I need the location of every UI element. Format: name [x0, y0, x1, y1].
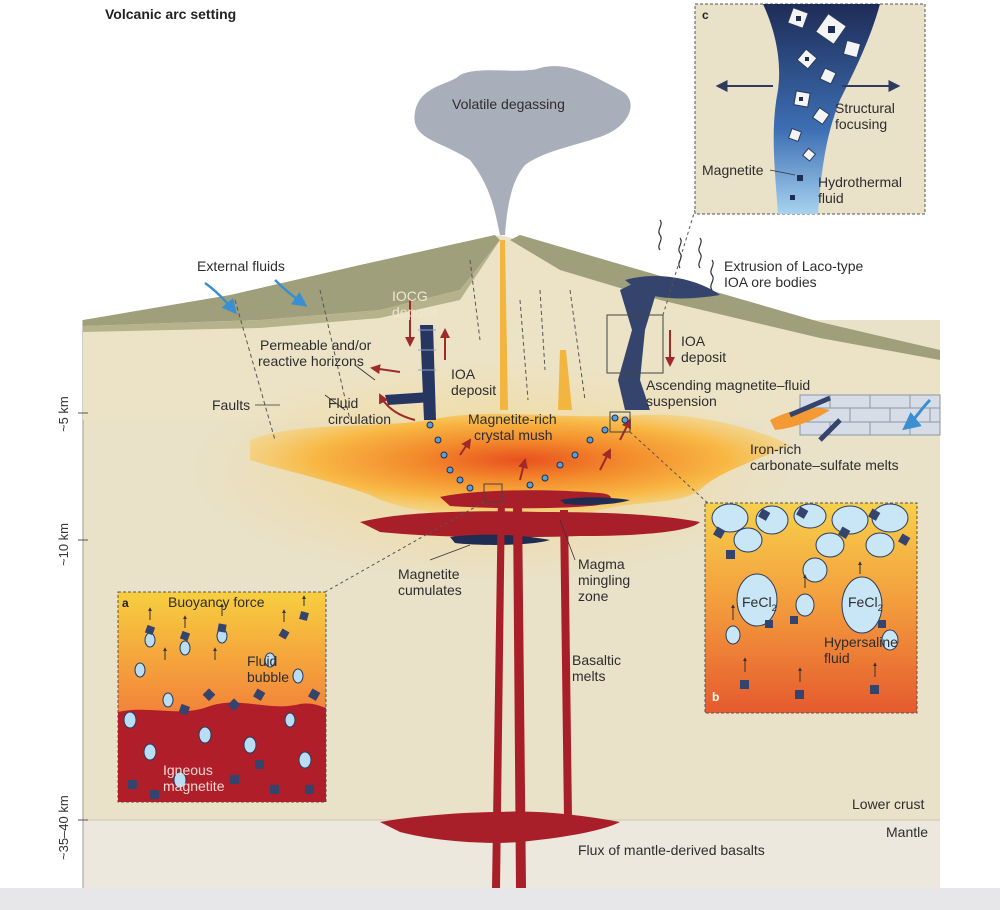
depth-label-5km: ~5 km: [56, 396, 71, 432]
magnetite-bubbles: [426, 414, 629, 492]
magma-mingling-label-2: mingling: [578, 572, 631, 588]
panel-b-letter: b: [712, 690, 720, 704]
panel-b: [704, 502, 918, 714]
structural-focusing-label-2: focusing: [835, 116, 888, 132]
mantle-melt-pool: [380, 811, 620, 843]
panel-c: [694, 3, 926, 215]
extrusion-label-2: IOA ore bodies: [724, 274, 817, 290]
iron-rich-melts-label-1: Iron-rich: [750, 441, 802, 457]
magnetite-cumulates-label-2: cumulates: [398, 582, 462, 598]
bottom-strip: [0, 888, 1000, 910]
hypersaline-fluid-label-2: fluid: [824, 650, 850, 666]
ioa-deposit-left-label-2: deposit: [451, 382, 497, 398]
external-fluids-label: External fluids: [197, 258, 285, 274]
magma-mingling-label-1: Magma: [578, 556, 625, 572]
ascending-suspension-label-1: Ascending magnetite–fluid: [646, 377, 811, 393]
panel-a: [117, 591, 327, 803]
hydrothermal-fluid-label-2: fluid: [818, 190, 844, 206]
iocg-deposit-label-1: IOCG: [392, 288, 428, 304]
hydrothermal-fluid-label-1: Hydrothermal: [818, 174, 903, 190]
ioa-deposit-left-label-1: IOA: [451, 366, 476, 382]
structural-focusing-label-1: Structural: [835, 100, 895, 116]
hypersaline-fluid-label-1: Hypersaline: [824, 634, 898, 650]
iron-rich-melts-label-2: carbonate–sulfate melts: [750, 457, 899, 473]
igneous-magnetite-label-1: Igneous: [163, 762, 213, 778]
basaltic-dike-mid: [513, 505, 526, 888]
permeable-horizons-label-2: reactive horizons: [258, 353, 364, 369]
fluid-circulation-label-2: circulation: [328, 411, 392, 427]
diagram-title: Volcanic arc setting: [105, 6, 237, 22]
basaltic-dike-left: [492, 495, 505, 888]
fecl2-left-label: FeCl2: [742, 594, 777, 613]
extrusion-label-1: Extrusion of Laco-type: [724, 258, 864, 274]
faults-label: Faults: [212, 397, 251, 413]
ascending-suspension-label-2: suspension: [646, 393, 717, 409]
volcanic-conduit: [500, 240, 508, 410]
igneous-magnetite-label-2: magnetite: [163, 778, 225, 794]
panel-c-callout-box: [606, 314, 664, 374]
buoyancy-force-label: Buoyancy force: [168, 594, 265, 610]
fluid-circulation-label-1: Fluid: [328, 395, 359, 411]
depth-label-10km: ~10 km: [56, 523, 71, 566]
iocg-deposit-label-2: deposit: [392, 304, 438, 320]
depth-label-35-40km: ~35–40 km: [56, 795, 71, 860]
fluid-bubble-label-2: bubble: [247, 669, 290, 685]
panel-c-letter: c: [702, 8, 709, 22]
fluid-bubble-label-1: Fluid: [247, 653, 278, 669]
crystal-mush-label-1: Magnetite-rich: [468, 411, 557, 427]
volatile-degassing-label: Volatile degassing: [452, 96, 565, 112]
basaltic-melts-label-2: melts: [572, 668, 606, 684]
basaltic-dike-right: [560, 510, 572, 820]
crystal-mush-label-2: crystal mush: [474, 427, 553, 443]
magma-mingling-label-3: zone: [578, 588, 609, 604]
flux-basalts-label: Flux of mantle-derived basalts: [578, 842, 765, 858]
fault-lines: [234, 259, 586, 441]
fecl2-right-label: FeCl2: [848, 594, 883, 613]
laco-ore-conduit: [618, 280, 660, 410]
magnetite-cumulates-label-1: Magnetite: [398, 566, 460, 582]
basaltic-melts-label-1: Basaltic: [572, 652, 622, 668]
ioa-deposit-right-label-1: IOA: [681, 333, 706, 349]
basalt-sill-main: [360, 511, 700, 538]
surface-layer: [83, 235, 500, 326]
ioa-deposit-right-label-2: deposit: [681, 349, 727, 365]
mantle-label: Mantle: [886, 824, 929, 840]
permeable-horizons-label-1: Permeable and/or: [260, 337, 372, 353]
volcano-edifice: [83, 235, 940, 420]
magnetite-label: Magnetite: [702, 162, 764, 178]
panel-a-letter: a: [122, 596, 129, 610]
volatile-plume: [414, 66, 631, 235]
lower-crust-label: Lower crust: [852, 796, 925, 812]
